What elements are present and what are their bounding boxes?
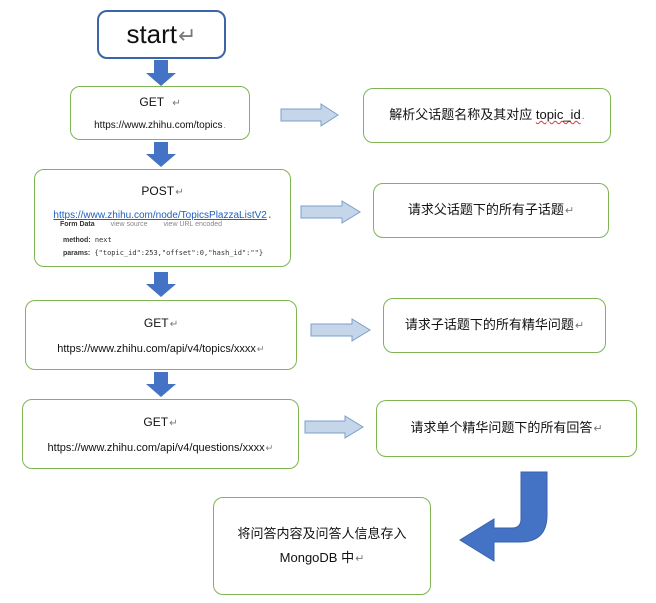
final-line1: 将问答内容及问答人信息存入 [237, 525, 407, 541]
get-api-questions-node: GET↵ https://www.zhihu.com/api/v4/questi… [22, 399, 299, 469]
step2-url: https://www.zhihu.com/node/TopicsPlazzaL… [53, 210, 267, 221]
form-key-method: method: [63, 237, 91, 244]
desc3-text: 请求子话题下的所有精华问题 [404, 317, 574, 332]
down-arrow-2 [146, 142, 176, 167]
curved-arrow [459, 471, 548, 562]
desc2-text: 请求父话题下的所有子话题 [407, 202, 564, 217]
step1-method: GET [139, 94, 165, 109]
form-value-method: next [94, 236, 112, 244]
step3-method: GET [143, 315, 169, 330]
desc-parse-parent-topic: 解析父话题名称及其对应 topic_id. [363, 88, 611, 143]
form-value-params: {"topic_id":253,"offset":0,"hash_id":""} [94, 249, 264, 257]
right-arrow-4 [304, 415, 364, 439]
step3-url: https://www.zhihu.com/api/v4/topics/xxxx [57, 342, 256, 355]
desc-request-subtopics: 请求父话题下的所有子话题↵ [373, 183, 609, 238]
right-arrow-1 [280, 103, 339, 127]
final-line2: MongoDB 中 [279, 549, 355, 565]
store-mongodb-node: 将问答内容及问答人信息存入 MongoDB 中↵ [213, 497, 431, 595]
right-arrow-3 [310, 318, 371, 342]
get-api-topics-node: GET↵ https://www.zhihu.com/api/v4/topics… [25, 300, 297, 370]
desc1-term: topic_id [535, 107, 581, 122]
form-tab-view-source: view source [110, 221, 148, 228]
form-row-params: params: {"topic_id":253,"offset":0,"hash… [63, 249, 263, 257]
step2-method: POST [141, 184, 175, 198]
down-arrow-4 [146, 372, 176, 397]
step4-url: https://www.zhihu.com/api/v4/questions/x… [47, 441, 265, 454]
form-key-params: params: [63, 250, 91, 257]
form-row-method: method: next [63, 236, 112, 244]
right-arrow-2 [300, 200, 361, 224]
get-topics-node: GET↵ https://www.zhihu.com/topics. [70, 86, 250, 140]
down-arrow-1 [146, 60, 176, 86]
form-tab-form-data: Form Data [60, 221, 95, 228]
desc-request-answers: 请求单个精华问题下的所有回答↵ [376, 400, 637, 457]
step4-method: GET [143, 414, 169, 429]
form-data-tabs: Form Data view source view URL encoded [60, 221, 222, 228]
desc1-text: 解析父话题名称及其对应 [389, 107, 536, 122]
down-arrow-3 [146, 272, 176, 297]
form-tab-view-url-encoded: view URL encoded [163, 221, 223, 228]
desc4-text: 请求单个精华问题下的所有回答 [410, 420, 593, 435]
post-topics-plazza-node: POST↵ https://www.zhihu.com/node/TopicsP… [34, 169, 291, 267]
desc-request-essence-questions: 请求子话题下的所有精华问题↵ [383, 298, 606, 353]
start-label: start [126, 18, 178, 49]
step1-url: https://www.zhihu.com/topics [94, 119, 223, 131]
start-node: start↵ [97, 10, 226, 59]
